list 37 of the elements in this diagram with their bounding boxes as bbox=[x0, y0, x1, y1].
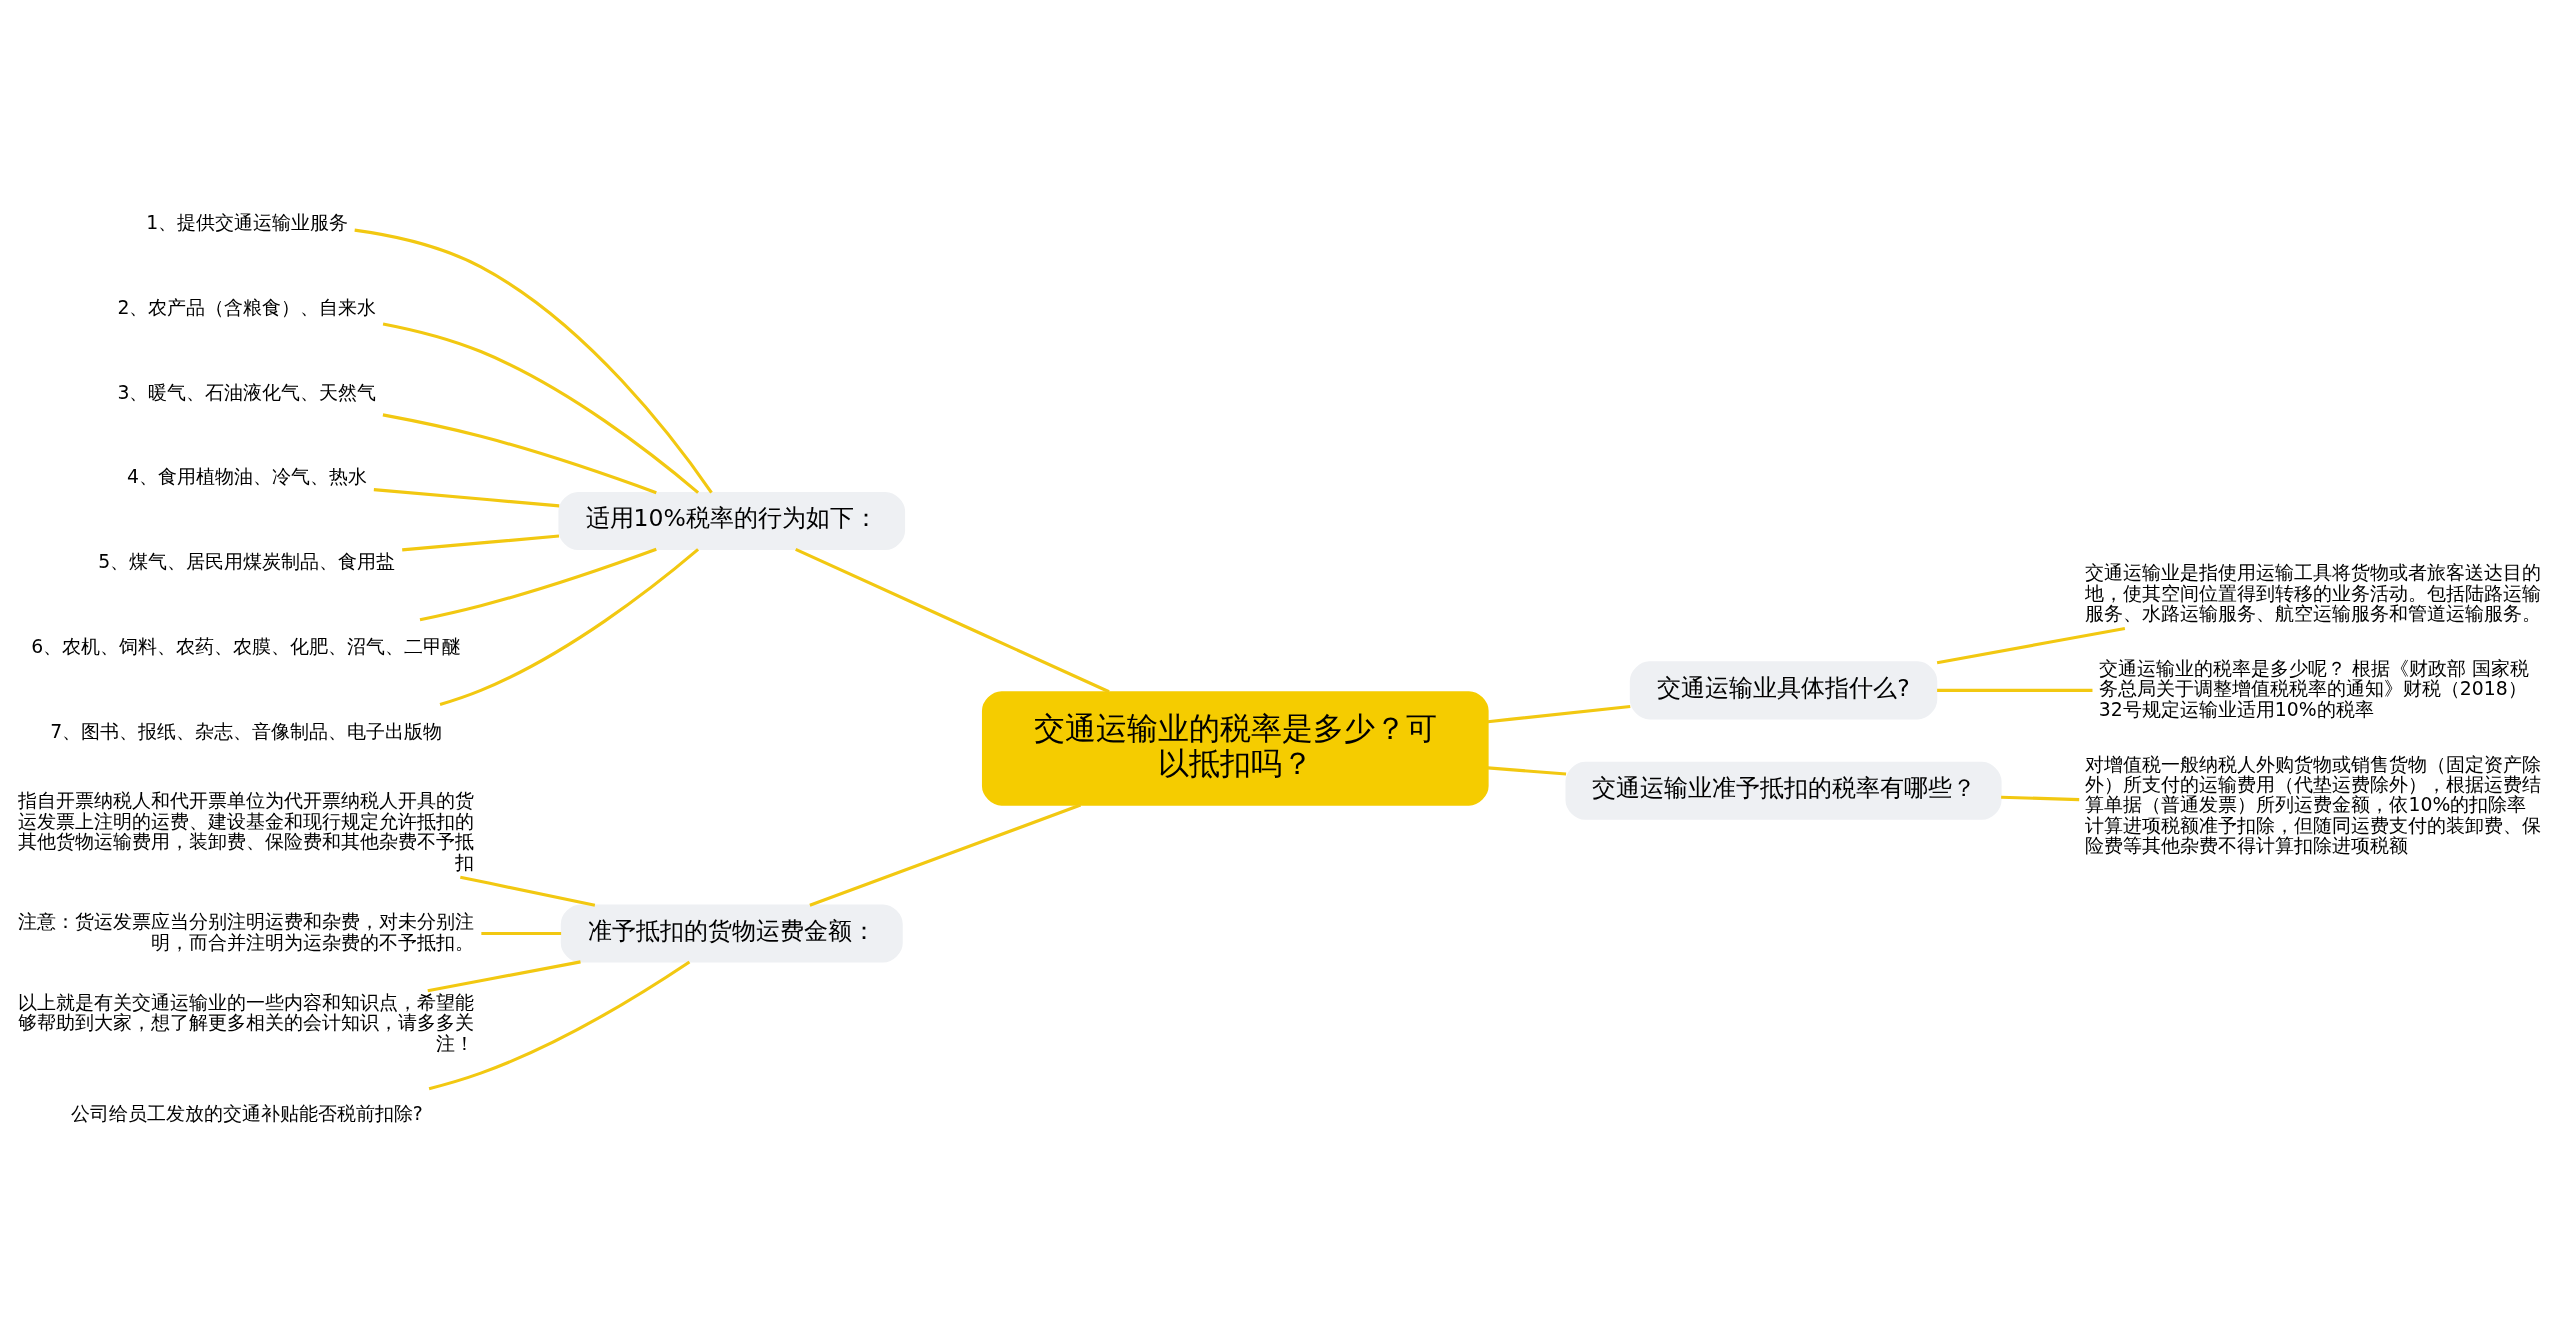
connector bbox=[419, 547, 657, 622]
node-text: 交通运输业是指使用运输工具将货物或者旅客送达目的地，使其空间位置得到转移的业务活动。包括陆路运输服务、水路运输服务、航空运输服务和管道运输服务。 bbox=[2085, 562, 2542, 624]
connector bbox=[428, 960, 691, 1091]
node-text: 交通运输业的税率是多少呢？ 根据《财政部 国家税务总局关于调整增值税税率的通知》财税（2018）32号规定运输业适用10%的税率 bbox=[2098, 657, 2529, 720]
connector bbox=[481, 931, 562, 936]
node-text: 注意：货运发票应当分别注明运费和杂费，对未分别注明，而合并注明为运杂费的不予抵扣。 bbox=[18, 911, 475, 953]
connector bbox=[382, 413, 657, 495]
connector bbox=[809, 803, 1082, 907]
node-text: 指自开票纳税人和代开票单位为代开票纳税人开具的货运发票上注明的运费、建设基金和现行规定允许抵扣的其他货物运输费用，装卸费、保险费和其他杂费不予抵扣 bbox=[18, 790, 475, 873]
node-text: 4、食用植物油、冷气、热水 bbox=[127, 466, 368, 488]
node-text: 6、农机、饲料、农药、农膜、化肥、沼气、二甲醚 bbox=[31, 635, 462, 657]
node-box: 交通运输业具体指什么? bbox=[1629, 661, 1938, 720]
connector bbox=[354, 228, 713, 494]
connector bbox=[1936, 626, 2126, 665]
node-text: 3、暖气、石油液化气、天然气 bbox=[117, 381, 377, 403]
connector bbox=[459, 875, 596, 907]
connector bbox=[1487, 766, 1567, 776]
node-box: 适用10%税率的行为如下： bbox=[558, 491, 906, 550]
node-box: 交通运输业准予抵扣的税率有哪些？ bbox=[1565, 761, 2002, 820]
node-text: 7、图书、报纸、杂志、音像制品、电子出版物 bbox=[50, 720, 443, 742]
connector bbox=[402, 534, 560, 552]
node-text: 1、提供交通运输业服务 bbox=[146, 212, 349, 234]
node-text: 5、煤气、居民用煤炭制品、食用盐 bbox=[98, 551, 396, 573]
node-text: 以上就是有关交通运输业的一些内容和知识点，希望能够帮助到大家，想了解更多相关的会计知识，请多多关注！ bbox=[18, 991, 475, 1054]
connector bbox=[795, 547, 1110, 694]
node-text: 对增值税一般纳税人外购货物或销售货物（固定资产除外）所支付的运输费用（代垫运费除外），根据运费结算单据（普通发票）所列运费金额，依10%的扣除率计算进项税额准予扣除，但随同运费支付的装卸费、保险费等其他杂费不得计算扣除进项税额 bbox=[2085, 753, 2542, 857]
connector bbox=[382, 322, 700, 494]
node-box: 交通运输业的税率是多少？可以抵扣吗？ bbox=[981, 691, 1489, 806]
connector bbox=[427, 960, 581, 993]
connector bbox=[2001, 795, 2080, 802]
node-text: 2、农产品（含粮食）、自来水 bbox=[117, 297, 377, 319]
node-box: 准予抵扣的货物运费金额： bbox=[560, 904, 903, 963]
connector bbox=[373, 488, 560, 508]
connector bbox=[1937, 688, 2093, 692]
connector bbox=[1487, 705, 1631, 724]
node-text: 公司给员工发放的交通补贴能否税前扣除? bbox=[70, 1103, 423, 1125]
connector bbox=[439, 548, 700, 706]
